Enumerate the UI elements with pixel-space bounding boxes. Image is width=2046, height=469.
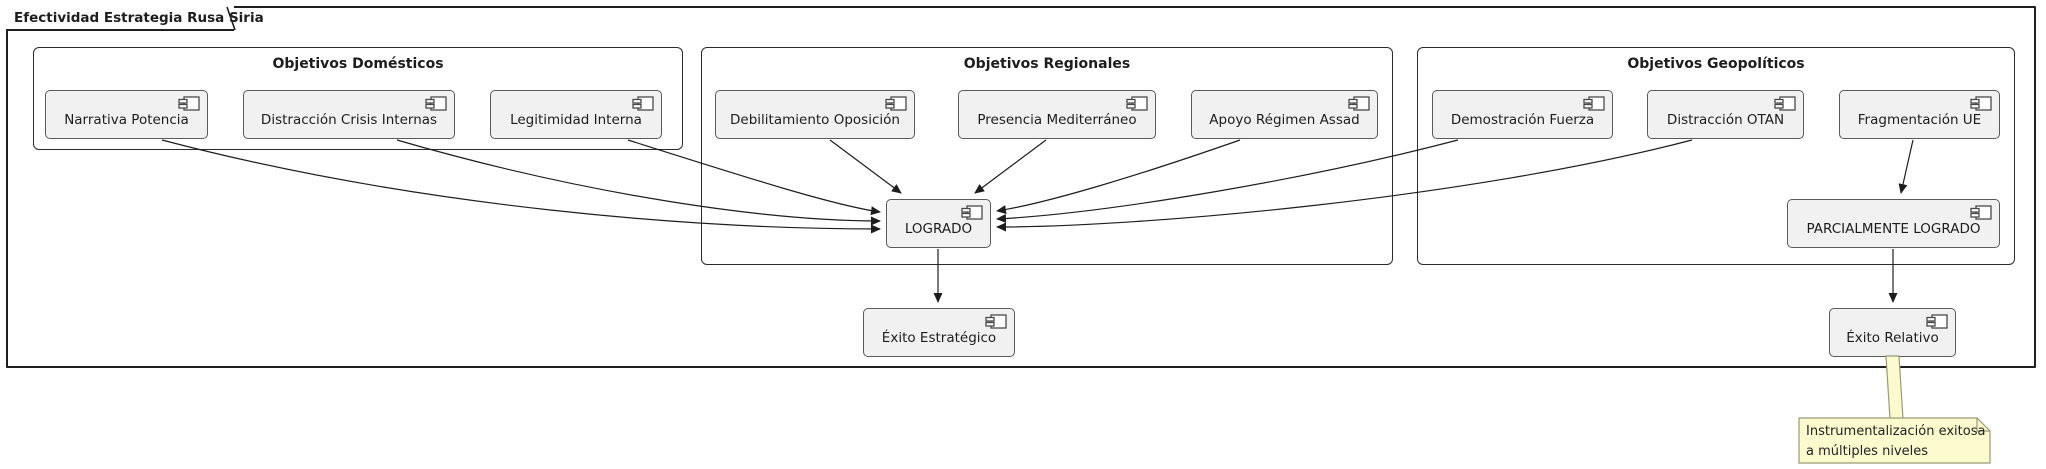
node-distraccion-otan: Distracción OTAN: [1647, 90, 1804, 139]
component-icon: [1774, 96, 1796, 111]
note: Instrumentalización exitosa a múltiples …: [1806, 422, 1988, 461]
group-title: Objetivos Regionales: [963, 56, 1131, 72]
node-narrativa-potencia: Narrativa Potencia: [45, 90, 208, 139]
group-title: Objetivos Geopolíticos: [1627, 56, 1805, 72]
component-icon: [1126, 96, 1148, 111]
node-label: Apoyo Régimen Assad: [1209, 111, 1360, 128]
node-label: Fragmentación UE: [1857, 111, 1982, 128]
node-label: Narrativa Potencia: [64, 111, 189, 128]
component-icon: [961, 205, 983, 220]
component-icon: [425, 96, 447, 111]
node-label: Demostración Fuerza: [1450, 111, 1595, 128]
node-label: Distracción Crisis Internas: [260, 111, 438, 128]
node-presencia-mediterraneo: Presencia Mediterráneo: [958, 90, 1156, 139]
node-label: Presencia Mediterráneo: [977, 111, 1137, 128]
node-label: PARCIALMENTE LOGRADO: [1806, 220, 1981, 237]
frame-title-tab: Efectividad Estrategia Rusa Siria: [6, 6, 264, 31]
component-icon: [1926, 314, 1948, 329]
node-logrado: LOGRADO: [886, 199, 991, 248]
component-icon: [1970, 96, 1992, 111]
node-exito-relativo: Éxito Relativo: [1829, 308, 1956, 357]
component-icon: [1970, 205, 1992, 220]
node-demostracion-fuerza: Demostración Fuerza: [1432, 90, 1613, 139]
frame-title: Efectividad Estrategia Rusa Siria: [14, 10, 264, 26]
node-label: Debilitamiento Oposición: [730, 111, 900, 128]
frame-border: [6, 6, 2036, 368]
component-icon: [1583, 96, 1605, 111]
node-label: LOGRADO: [904, 220, 973, 237]
component-icon: [1348, 96, 1370, 111]
component-icon: [178, 96, 200, 111]
component-icon: [885, 96, 907, 111]
note-line-2: a múltiples niveles: [1806, 443, 1929, 459]
node-parcialmente-logrado: PARCIALMENTE LOGRADO: [1787, 199, 2000, 248]
node-distraccion-crisis: Distracción Crisis Internas: [243, 90, 455, 139]
node-apoyo-regimen-assad: Apoyo Régimen Assad: [1191, 90, 1378, 139]
node-label: Éxito Relativo: [1846, 329, 1939, 346]
group-title: Objetivos Domésticos: [272, 56, 444, 72]
node-label: Distracción OTAN: [1666, 111, 1785, 128]
component-icon: [985, 314, 1007, 329]
node-label: Legitimidad Interna: [510, 111, 642, 128]
node-fragmentacion-ue: Fragmentación UE: [1839, 90, 2000, 139]
group-regionales: Objetivos Regionales: [701, 47, 1393, 265]
component-icon: [632, 96, 654, 111]
node-exito-estrategico: Éxito Estratégico: [863, 308, 1015, 357]
node-legitimidad-interna: Legitimidad Interna: [490, 90, 662, 139]
node-label: Éxito Estratégico: [881, 329, 997, 346]
note-line-1: Instrumentalización exitosa: [1806, 424, 1986, 439]
node-debilitamiento-oposicion: Debilitamiento Oposición: [715, 90, 915, 139]
